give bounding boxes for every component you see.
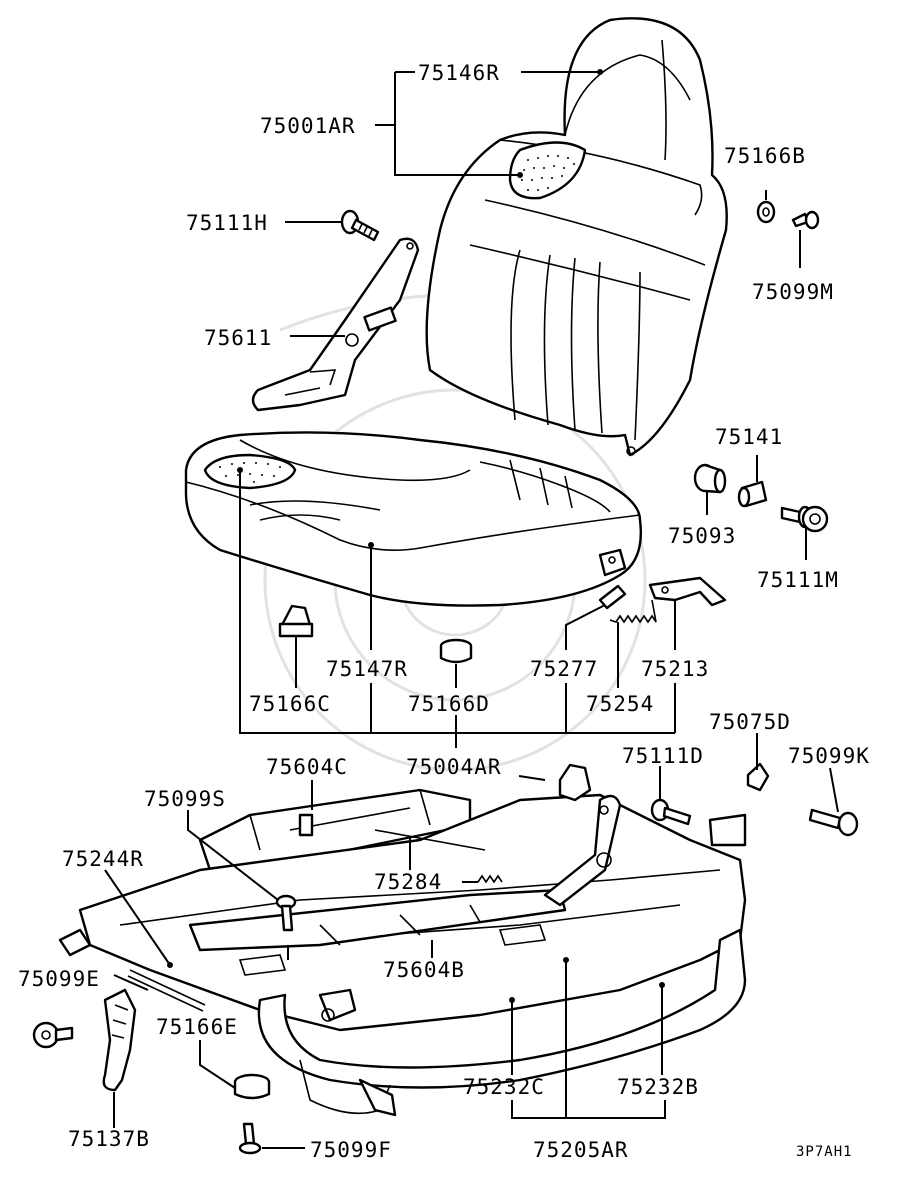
spring-75254 [609,599,657,624]
label-75611: 75611 [204,326,272,350]
bolt-75111m [780,505,829,533]
label-75232b: 75232B [617,1075,699,1099]
label-75205ar: 75205AR [533,1138,629,1162]
cap-75166d [439,638,473,664]
bolt-75099e [32,1021,74,1049]
lever-cover-75137b [102,988,137,1092]
screw-75099f [238,1122,262,1155]
leader-dots [167,69,665,1003]
clip-75166c [278,604,314,638]
label-75137b: 75137B [68,1127,150,1151]
label-75604b: 75604B [383,958,465,982]
label-75166b: 75166B [724,144,806,168]
bushing-75141 [737,480,768,508]
label-75166e: 75166E [156,1015,238,1039]
label-75093: 75093 [668,524,736,548]
label-75244r: 75244R [62,847,144,871]
recliner-hinge-bracket [251,237,420,412]
label-75075d: 75075D [709,710,791,734]
label-75141: 75141 [715,425,783,449]
label-75146r: 75146R [418,61,500,85]
bolt-75111h [340,209,380,242]
label-75604c: 75604C [266,755,348,779]
diagram-code: 3P7AH1 [796,1144,853,1160]
link-plate-75213 [648,576,727,607]
label-75232c: 75232C [463,1075,545,1099]
screw-75099m [791,210,820,230]
label-75099e: 75099E [18,967,100,991]
label-75099k: 75099K [788,744,870,768]
seat-back-assembly [425,17,728,457]
pad-texture [521,155,575,191]
label-75213: 75213 [641,657,709,681]
label-75284: 75284 [374,870,442,894]
seat-frame-assembly [58,763,747,1117]
cap-75166e [233,1073,271,1100]
label-75277: 75277 [530,657,598,681]
label-75166c: 75166C [249,692,331,716]
label-75099m: 75099M [752,280,834,304]
label-75001ar: 75001AR [260,114,356,138]
label-75111h: 75111H [186,211,268,235]
label-75166d: 75166D [408,692,490,716]
label-75111d: 75111D [622,744,704,768]
label-75004ar: 75004AR [406,755,502,779]
label-75099s: 75099S [144,787,226,811]
cap-75166b [756,200,776,224]
label-75099f: 75099F [310,1138,392,1162]
label-75111m: 75111M [757,568,839,592]
part-labels: 75146R 75001AR 75166B 75111H 75099M 7561… [18,61,870,1162]
cushion-pad-texture [219,462,281,484]
label-75147r: 75147R [326,657,408,681]
bolt-75099k [808,808,859,837]
seat-cushion-assembly [184,431,642,607]
leader-lines [104,71,839,1149]
bushing-75093 [693,463,727,494]
label-75254: 75254 [586,692,654,716]
